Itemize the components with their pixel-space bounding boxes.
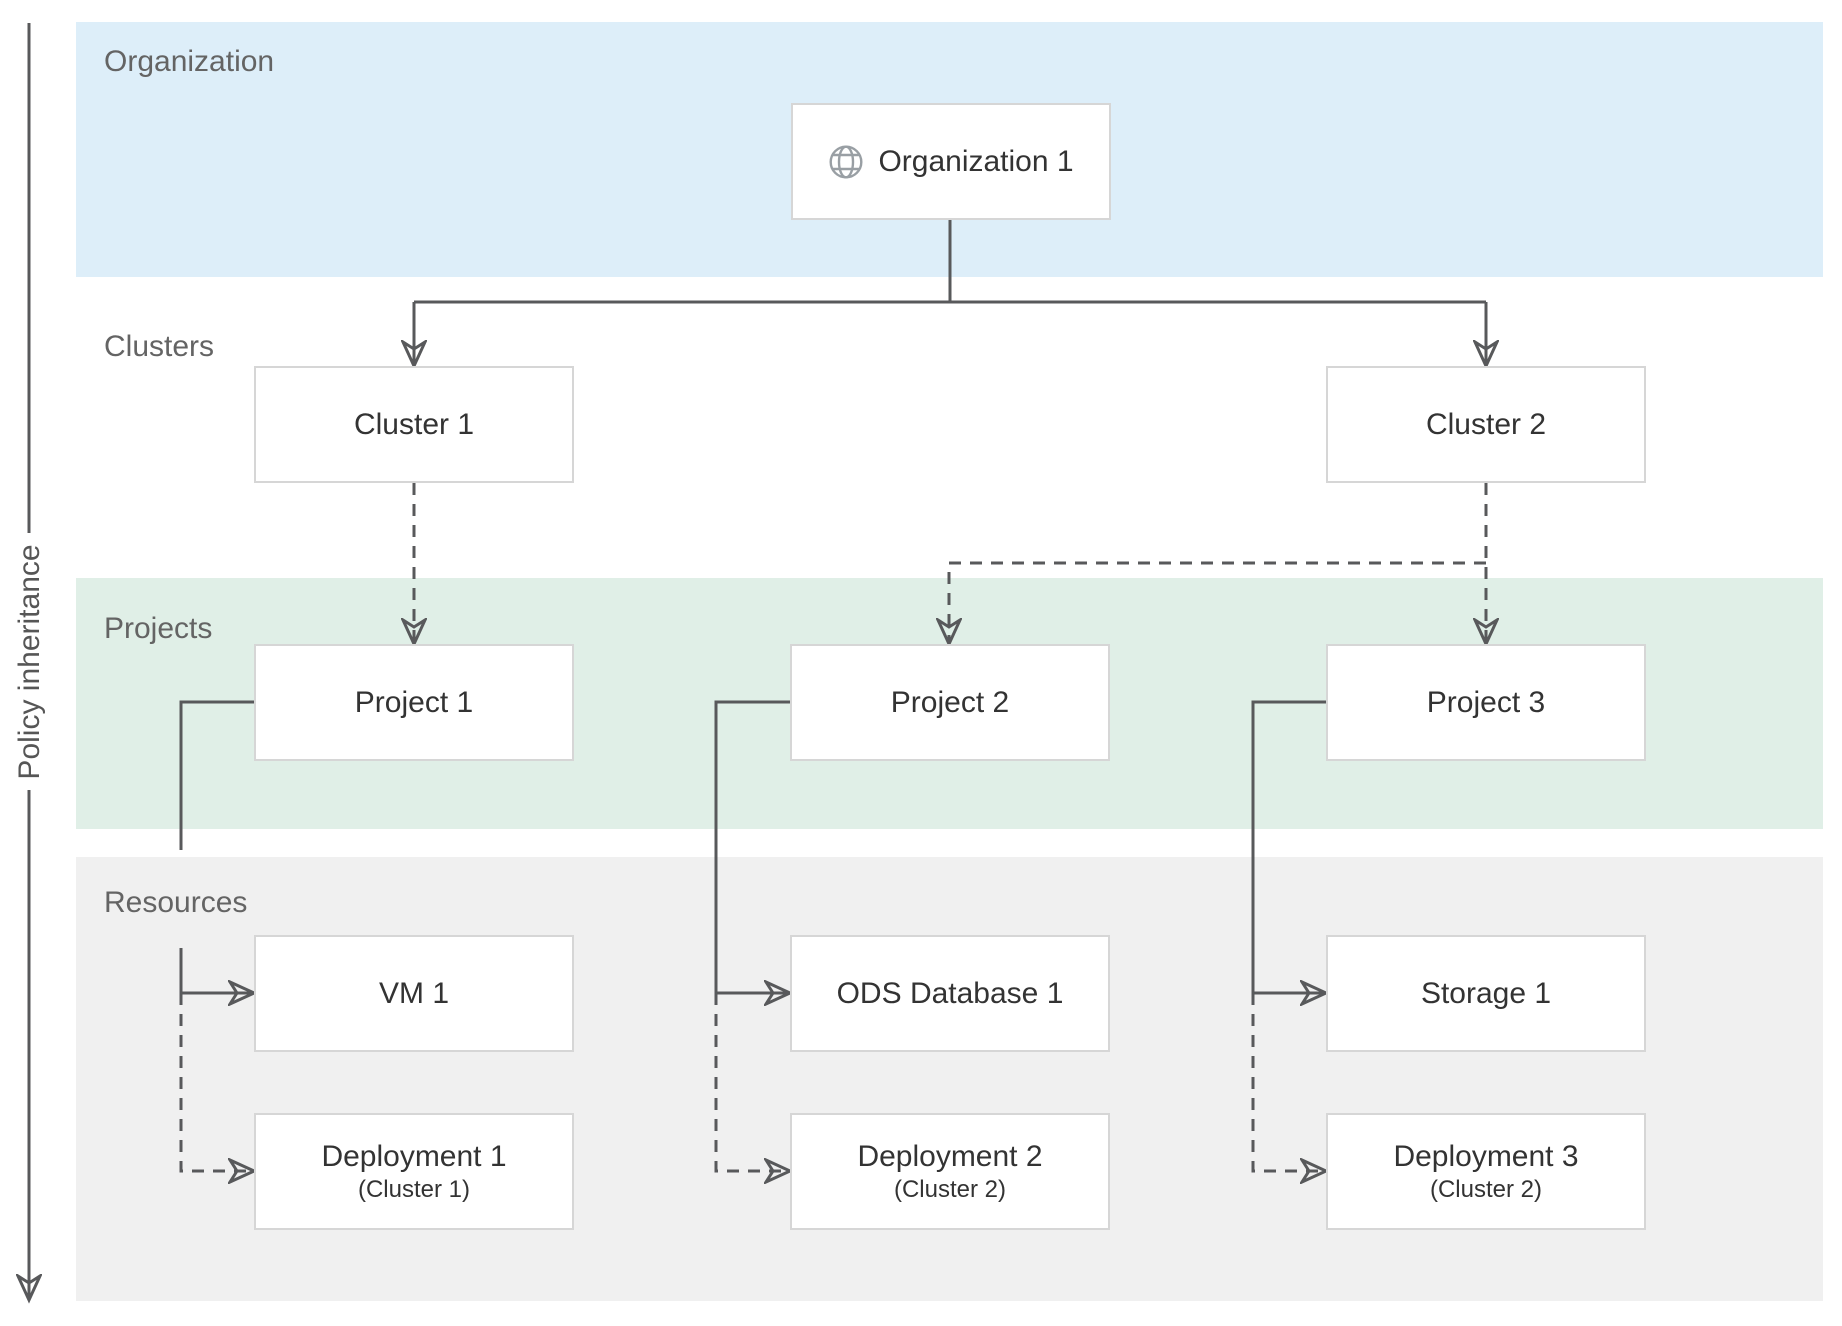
- node-label: Deployment 3: [1393, 1139, 1579, 1173]
- globe-icon: [829, 144, 863, 179]
- resources-band-label: Resources: [104, 886, 248, 919]
- node-project-1: Project 1: [254, 644, 574, 761]
- node-label: Project 1: [354, 685, 474, 719]
- edge-project2-to-deployment2: [714, 993, 790, 1171]
- node-deployment-3: Deployment 3 (Cluster 2): [1326, 1113, 1646, 1230]
- node-sublabel: (Cluster 2): [893, 1175, 1007, 1203]
- node-organization-1: Organization 1: [791, 103, 1111, 220]
- node-label: Project 2: [890, 685, 1010, 719]
- node-label: Cluster 1: [353, 407, 475, 441]
- policy-inheritance-label: Policy inheritance: [13, 544, 46, 780]
- edge-project3-to-deployment3: [1251, 993, 1326, 1171]
- organization-band-label: Organization: [104, 45, 275, 78]
- node-ods-database-1: ODS Database 1: [790, 935, 1110, 1052]
- node-label: Cluster 2: [1425, 407, 1547, 441]
- node-sublabel: (Cluster 2): [1429, 1175, 1543, 1203]
- node-project-3: Project 3: [1326, 644, 1646, 761]
- node-label: Deployment 2: [857, 1139, 1043, 1173]
- edge-cluster2-to-project2: [949, 561, 1486, 644]
- edge-project1-drop: [179, 700, 254, 850]
- node-project-2: Project 2: [790, 644, 1110, 761]
- node-label: Organization 1: [878, 144, 1074, 178]
- edge-project1-to-deployment1: [179, 993, 254, 1171]
- node-vm-1: VM 1: [254, 935, 574, 1052]
- edge-project1-to-vm1: [179, 948, 254, 993]
- node-label: Project 3: [1426, 685, 1546, 719]
- edge-project2-to-ods1: [714, 700, 790, 993]
- node-storage-1: Storage 1: [1326, 935, 1646, 1052]
- node-label: ODS Database 1: [836, 976, 1064, 1010]
- node-sublabel: (Cluster 1): [357, 1175, 471, 1203]
- projects-band-label: Projects: [104, 612, 213, 645]
- clusters-band-label: Clusters: [104, 330, 215, 363]
- node-label: VM 1: [378, 976, 450, 1010]
- node-label: Deployment 1: [321, 1139, 507, 1173]
- node-deployment-2: Deployment 2 (Cluster 2): [790, 1113, 1110, 1230]
- node-label: Storage 1: [1420, 976, 1552, 1010]
- node-cluster-1: Cluster 1: [254, 366, 574, 483]
- node-cluster-2: Cluster 2: [1326, 366, 1646, 483]
- node-deployment-1: Deployment 1 (Cluster 1): [254, 1113, 574, 1230]
- edge-project3-to-storage1: [1251, 700, 1326, 993]
